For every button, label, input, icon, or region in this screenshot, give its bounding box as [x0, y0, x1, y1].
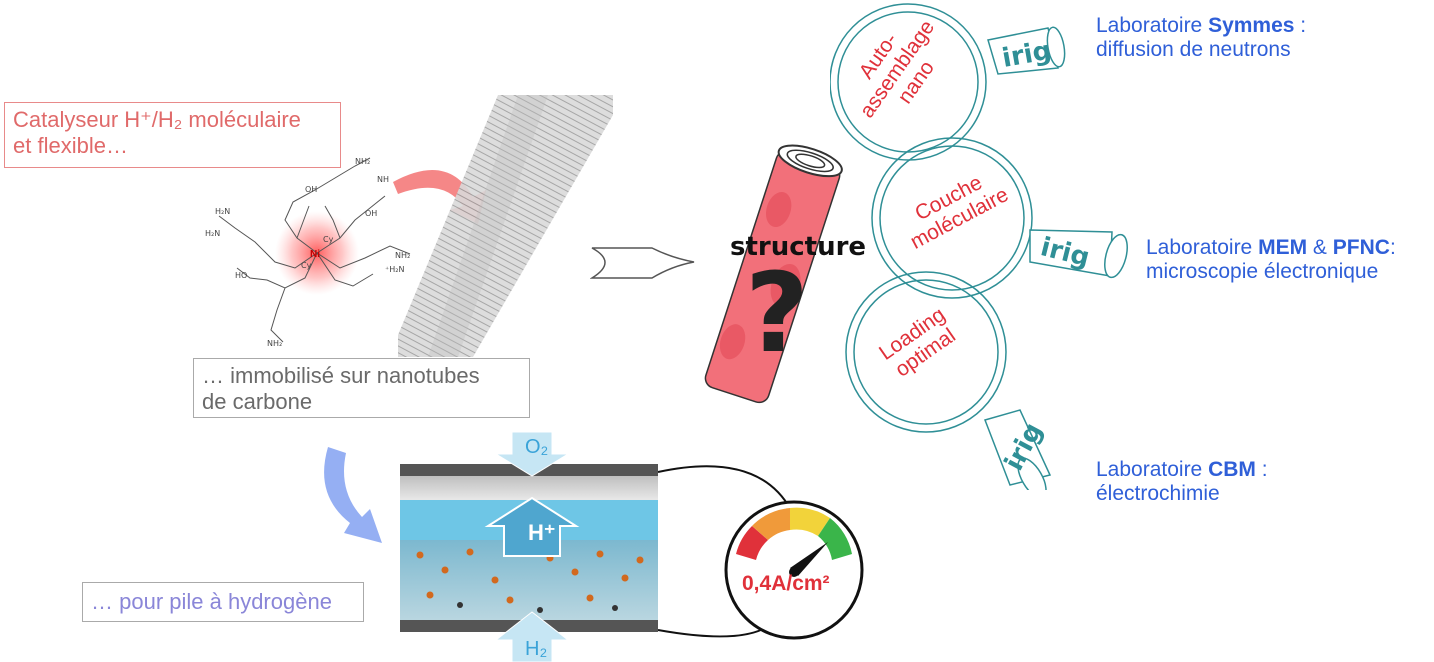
h2-label: H₂ — [525, 638, 548, 660]
structure-label: structure — [730, 232, 867, 262]
svg-text:HO: HO — [235, 271, 247, 280]
catalyst-label-line1: Catalyseur H⁺/H₂ moléculaire — [13, 107, 301, 132]
svg-text:⁺H₂N: ⁺H₂N — [385, 265, 404, 274]
ni-atom-label: Ni — [310, 249, 320, 260]
svg-text:H₂N: H₂N — [215, 207, 230, 216]
lab2-pre: Laboratoire — [1146, 236, 1259, 259]
lab3-name: CBM — [1208, 458, 1256, 481]
magnifying-glasses-group: irig irig irig — [830, 3, 1128, 490]
svg-text:Cy: Cy — [301, 261, 312, 270]
lab2-name1: MEM — [1258, 236, 1308, 259]
lab3-pre: Laboratoire — [1096, 458, 1209, 481]
immobilized-label-line2: de carbone — [202, 389, 313, 414]
red-nanotube-illustration — [704, 144, 843, 404]
gray-chevron-arrow — [590, 247, 695, 279]
lab2-desc: microscopie électronique — [1146, 260, 1379, 283]
fuelcell-label: … pour pile à hydrogène — [91, 589, 332, 614]
svg-text:NH₂: NH₂ — [395, 251, 410, 260]
lab2-name2: PFNC — [1332, 236, 1390, 259]
lab3-desc: électrochimie — [1096, 482, 1220, 505]
svg-text:NH₂: NH₂ — [355, 157, 370, 166]
lab1-pre: Laboratoire — [1096, 14, 1209, 37]
blue-curved-arrow — [324, 447, 382, 543]
immobilized-label-box: … immobilisé sur nanotubes de carbone — [193, 358, 530, 418]
catalyst-label-line2: et flexible… — [13, 133, 128, 158]
lab-cbm: Laboratoire CBM : électrochimie — [1096, 458, 1268, 506]
lab1-name: Symmes — [1208, 14, 1295, 37]
catalyst-label-box: Catalyseur H⁺/H₂ moléculaire et flexible… — [4, 102, 341, 168]
lab2-mid: & — [1307, 236, 1333, 259]
hplus-label: H⁺ — [528, 520, 556, 545]
lab2-post: : — [1389, 236, 1396, 259]
immobilized-label-line1: … immobilisé sur nanotubes — [202, 363, 480, 388]
lab-symmes: Laboratoire Symmes : diffusion de neutro… — [1096, 14, 1306, 62]
svg-text:NH: NH — [377, 175, 389, 184]
lab3-mid: : — [1255, 458, 1268, 481]
svg-text:OH: OH — [305, 185, 317, 194]
fuelcell-label-box: … pour pile à hydrogène — [82, 582, 364, 622]
svg-text:Cy: Cy — [323, 235, 334, 244]
svg-text:H₂N: H₂N — [205, 229, 220, 238]
lab1-mid: : — [1294, 14, 1307, 37]
question-mark: ? — [745, 249, 809, 377]
nanotube-tem-image — [398, 95, 613, 357]
o2-label: O₂ — [525, 436, 549, 458]
svg-text:NH₂: NH₂ — [267, 339, 282, 348]
lab1-desc: diffusion de neutrons — [1096, 38, 1291, 61]
lab-mem-pfnc: Laboratoire MEM & PFNC: microscopie élec… — [1146, 236, 1396, 284]
fuel-cell-diagram — [400, 431, 864, 662]
current-density-value: 0,4A/cm² — [742, 572, 830, 595]
svg-text:OH: OH — [365, 209, 377, 218]
